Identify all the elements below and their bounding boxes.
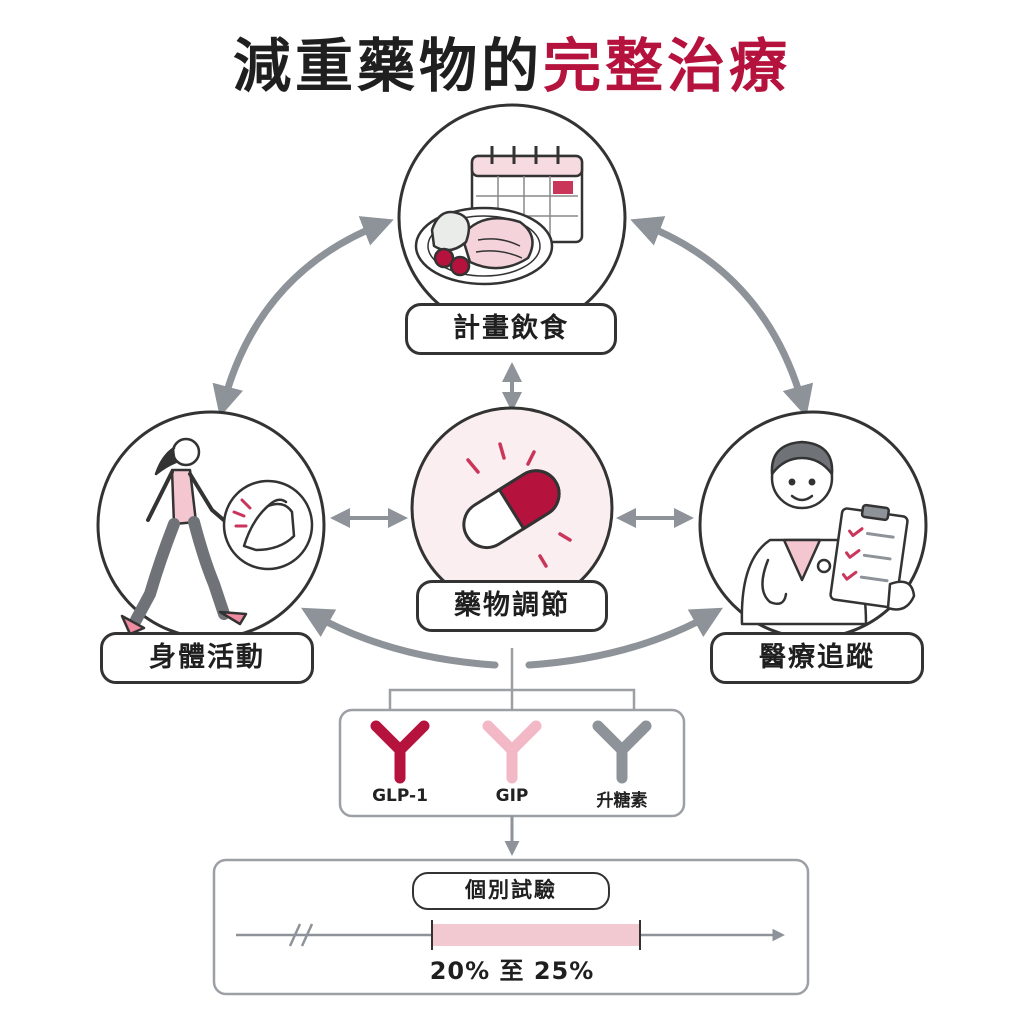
meal-calendar-icon	[414, 146, 584, 286]
receptor-label-glucagon: 升糖素	[596, 791, 648, 811]
title-part1: 減重藥物的	[232, 32, 543, 100]
arrow-diet-exercise	[212, 216, 394, 418]
receptor-label-glp1: GLP-1	[372, 786, 428, 806]
axis-break-icon	[288, 923, 314, 947]
label-medication: 藥物調節	[416, 580, 608, 632]
receptor-connector	[388, 648, 636, 710]
arrow-center-medical	[525, 607, 723, 669]
label-medical: 醫療追蹤	[710, 632, 924, 684]
doctor-clipboard-icon	[740, 440, 916, 626]
range-bar	[432, 924, 640, 946]
label-diet: 計畫飲食	[405, 303, 617, 355]
receptor-icon-glucagon	[592, 720, 652, 784]
range-value: 20% 至 25%	[429, 957, 595, 985]
arrow-center-exercise	[301, 607, 499, 669]
receptor-shape	[592, 720, 652, 784]
receptor-label-gip: GIP	[495, 786, 529, 806]
cycle-arrows	[212, 216, 814, 669]
page-title: 減重藥物的完整治療	[0, 28, 1024, 104]
title-part2: 完整治療	[543, 32, 792, 100]
receptor-shape	[370, 720, 430, 784]
capsule-icon	[462, 442, 572, 568]
walking-woman-icon	[120, 437, 314, 636]
receptor-icon-glp1	[370, 720, 430, 784]
receptor-icon-gip	[482, 720, 542, 784]
arrow-diet-medical	[630, 216, 814, 418]
range-scale	[236, 920, 785, 950]
label-exercise: 身體活動	[100, 632, 314, 684]
receptor-shape	[482, 720, 542, 784]
link-arrows	[330, 362, 694, 528]
label-individual-trials: 個別試驗	[412, 872, 610, 910]
